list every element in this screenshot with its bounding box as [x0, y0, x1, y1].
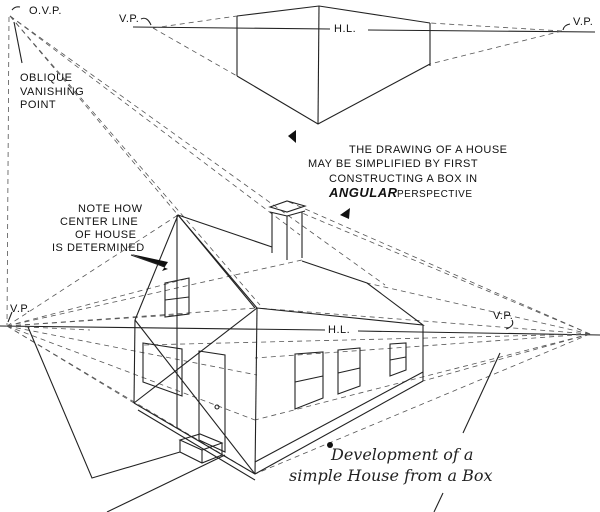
note-line-4: IS DETERMINED — [52, 242, 145, 254]
pointer-arrow-icon — [288, 130, 296, 143]
gable-edge — [177, 214, 256, 309]
construction-line — [9, 15, 261, 306]
construction-line — [9, 15, 179, 216]
top-horizon-line-left — [132, 26, 331, 30]
box-edge — [317, 5, 320, 125]
oblique-vanishing-lines — [6, 6, 386, 326]
wall-base — [133, 402, 256, 475]
walkway-line — [106, 454, 226, 512]
pointer-arrow-icon — [340, 208, 350, 219]
ovp-label: O.V.P. — [29, 5, 62, 17]
oblique-label-2: VANISHING — [20, 86, 85, 98]
main-horizon-line-right — [357, 330, 600, 336]
main-vp-left-label: V.P. — [10, 303, 31, 315]
right-vp-construction-lines — [142, 200, 591, 475]
side-window — [389, 342, 407, 377]
note-arrow-icon — [131, 254, 168, 271]
main-vp-right-label: V.P. — [493, 310, 514, 322]
ground-line — [462, 352, 501, 434]
foundation — [254, 371, 424, 463]
side-window — [337, 347, 361, 395]
intro-line-2: MAY BE SIMPLIFIED BY FIRST — [308, 158, 479, 170]
arrow-icon — [7, 311, 13, 323]
top-hl-label: H.L. — [334, 23, 357, 35]
oblique-label-1: OBLIQUE — [20, 72, 73, 84]
arrow-icon — [562, 23, 571, 31]
ground-line — [433, 492, 444, 512]
top-vp-right-label: V.P. — [573, 16, 594, 28]
note-line-2: CENTER LINE — [60, 216, 139, 228]
gable-window — [164, 277, 190, 318]
caption-line-2: simple House from a Box — [289, 466, 493, 485]
main-hl-label: H.L. — [328, 324, 351, 336]
window-bar — [294, 375, 324, 383]
front-window — [142, 342, 183, 397]
ground-line — [27, 326, 181, 479]
note-line-1: NOTE HOW — [78, 203, 143, 215]
arrow-icon — [140, 17, 152, 26]
wall-edge — [254, 307, 258, 475]
construction-line — [152, 15, 238, 29]
top-box-top-edges — [236, 5, 431, 24]
diagonal — [133, 307, 258, 404]
main-horizon-line-left — [0, 325, 326, 331]
window-bar — [337, 367, 361, 374]
left-vp-construction-lines — [6, 214, 303, 475]
wall-edge — [133, 319, 136, 404]
arrow-icon — [11, 6, 21, 11]
house — [133, 200, 425, 481]
caption-line-1: Development of a — [331, 445, 474, 464]
note-arrow-line — [130, 254, 166, 268]
arrow-icon — [505, 319, 514, 330]
top-horizon-line-right — [367, 29, 596, 33]
construction-line — [152, 27, 238, 77]
bullet — [327, 442, 333, 448]
chimney-cap — [269, 211, 288, 217]
construction-line — [9, 15, 301, 236]
note-line-3: OF HOUSE — [75, 229, 137, 241]
construction-line — [9, 15, 386, 286]
oblique-label-3: POINT — [20, 99, 57, 111]
foundation — [137, 409, 256, 481]
chimney-cap — [286, 210, 306, 217]
perspective-label: PERSPECTIVE — [397, 189, 473, 200]
construction-line — [429, 30, 563, 65]
arrow-icon — [13, 21, 23, 64]
window-bar — [389, 356, 407, 361]
wall-base — [254, 380, 424, 475]
window-bar — [164, 296, 190, 301]
side-window — [294, 351, 324, 410]
chimney-top — [268, 200, 307, 213]
diagonal — [134, 319, 256, 475]
intro-line-1: THE DRAWING OF A HOUSE — [349, 144, 508, 156]
angular-label: ANGULAR — [329, 185, 398, 200]
roof-ridge — [177, 214, 273, 248]
top-box-bottom-edges — [236, 63, 431, 125]
construction-line — [6, 16, 10, 326]
construction-line — [429, 22, 563, 32]
door-knob — [214, 404, 220, 410]
door — [198, 350, 226, 453]
roof-outline — [134, 213, 425, 326]
top-vp-left-label: V.P. — [119, 13, 140, 25]
intro-line-3: CONSTRUCTING A BOX IN — [329, 173, 478, 185]
top-box-diagram — [132, 5, 596, 125]
